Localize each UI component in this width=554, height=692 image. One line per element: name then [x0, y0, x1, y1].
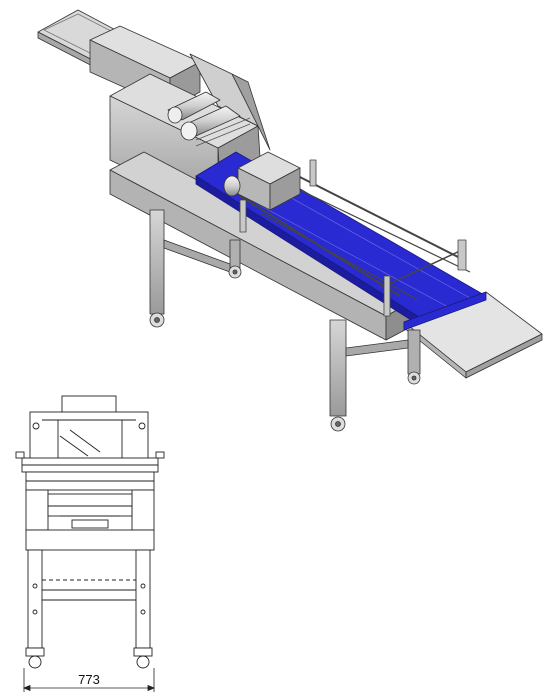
isometric-view	[37, 9, 543, 432]
legs	[149, 209, 421, 417]
cutting-head	[223, 151, 301, 211]
front-view	[15, 395, 165, 669]
roller-upper	[167, 91, 221, 124]
width-dimension	[22, 668, 156, 692]
width-dimension-label: 773	[78, 672, 100, 687]
casters	[149, 265, 421, 432]
roller-lower	[180, 105, 241, 141]
